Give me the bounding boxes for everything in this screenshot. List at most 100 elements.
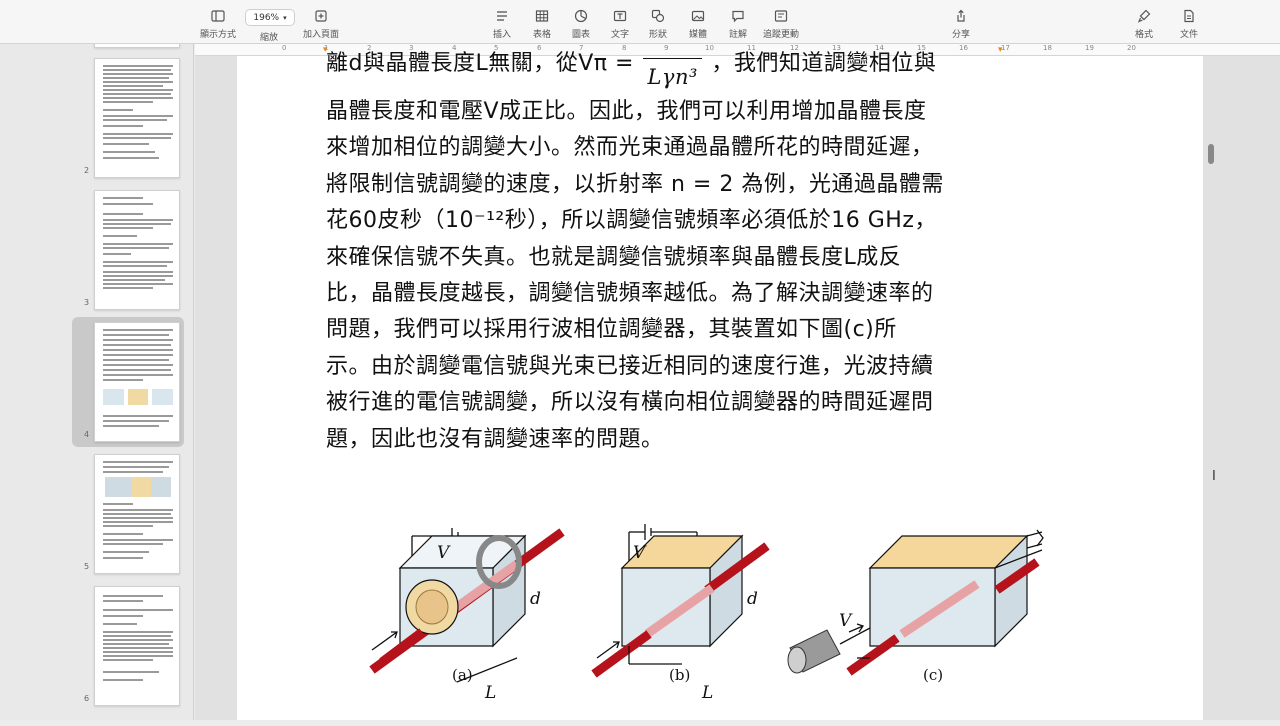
shape-label: 形狀 [649,30,668,40]
media-label: 媒體 [689,30,708,40]
ruler-tick: 13 [832,44,841,52]
zoom-label-wrap: 縮放 [260,30,278,43]
comment-icon [729,8,747,24]
document-label: 文件 [1180,30,1199,40]
ruler-tick: 12 [790,44,799,52]
zoom-select[interactable]: 196% ▾ [245,9,295,26]
caption-c: (c) [923,666,944,684]
view-label: 顯示方式 [200,30,237,40]
text-box-icon [611,8,629,24]
add-page-label: 加入頁面 [303,30,340,40]
share-icon [952,8,970,24]
paragraph: 晶體長度和電壓V成正比。因此，我們可以利用增加晶體長度 來增加相位的調變大小。然… [326,94,1016,458]
ruler-tick: 5 [494,44,499,52]
text-fragment: ，我們知道調變相位與 [711,51,937,76]
comment-button[interactable]: 註解 [729,8,747,40]
coaxial-connector-icon [787,623,871,674]
zoom-value: 196% [253,12,280,23]
ruler-tick: 7 [579,44,584,52]
table-icon [533,8,551,24]
page-number-6: 6 [84,694,90,703]
ruler-tick: 18 [1043,44,1052,52]
track-changes-icon [772,8,790,24]
page-number-2: 2 [84,166,90,175]
document-button[interactable]: 文件 [1180,8,1198,40]
figure-b: V d L [591,524,770,703]
sidebar-icon [209,8,227,24]
ruler-tick: 17 [1001,44,1010,52]
ruler-tick: 16 [959,44,968,52]
chart-icon [572,8,590,24]
figure-c: V [787,529,1044,676]
page-thumbnails-sidebar: 2 3 4 5 6 [0,44,194,720]
text-line: 將限制信號調變的速度，以折射率 n = 2 為例，光通過晶體需 [326,171,944,197]
document-page[interactable]: 離d與晶體長度L無關，從Vπ = Lγn³ ，我們知道調變相位與 晶體長度和電壓… [237,51,1216,720]
media-button[interactable]: 媒體 [689,8,707,40]
text-line: 問題，我們可以採用行波相位調變器，其裝置如下圖(c)所 [326,317,897,343]
shape-icon [649,8,667,24]
label-l: L [484,683,496,703]
ruler-tick: 10 [705,44,714,52]
share-button[interactable]: 分享 [952,8,970,40]
view-button[interactable]: 顯示方式 [200,8,236,40]
ruler-tick: 2 [367,44,372,52]
label-v: V [839,611,853,631]
label-d: d [530,589,541,609]
text-fragment: 離d與晶體長度L無關，從Vπ = [326,51,634,76]
add-page-button[interactable]: 加入頁面 [303,8,339,40]
ruler-tick: 8 [622,44,627,52]
label-v: V [633,543,647,563]
ruler-tick: 19 [1085,44,1094,52]
text-line: 被行進的電信號調變，所以沒有橫向相位調變器的時間延遲問 [326,390,934,416]
format-label: 格式 [1135,30,1154,40]
caption-a: (a) [452,666,473,684]
ruler-tick: 3 [409,44,414,52]
chart-label: 圖表 [572,30,591,40]
text-line: 題，因此也沒有調變速率的問題。 [326,426,664,452]
text-line: 示。由於調變電信號與光束已接近相同的速度行進，光波持續 [326,353,934,379]
text-button[interactable]: 文字 [611,8,629,40]
formula-denominator: Lγn³ [643,58,702,95]
text-label: 文字 [611,30,630,40]
chart-button[interactable]: 圖表 [572,8,590,40]
ruler-tick: 20 [1127,44,1136,52]
table-label: 表格 [533,30,552,40]
text-line-top: 離d與晶體長度L無關，從Vπ = Lγn³ ，我們知道調變相位與 [326,46,1016,95]
ruler-tick: 0 [282,44,287,52]
caption-b: (b) [669,666,691,684]
image-icon [689,8,707,24]
text-line: 晶體長度和電壓V成正比。因此，我們可以利用增加晶體長度 [326,99,927,124]
right-indent-marker-icon[interactable]: ▾ [998,45,1003,55]
track-label: 追蹤更動 [763,30,800,40]
ruler-tick: 9 [664,44,669,52]
text-line: 來增加相位的調變大小。然而光束通過晶體所花的時間延遲， [326,135,934,161]
page-number-4: 4 [84,430,90,439]
text-line: 比，晶體長度越長，調變信號頻率越低。為了解決調變速率的 [326,281,934,307]
phase-modulator-figure[interactable]: V d L V d [237,486,1203,726]
format-button[interactable]: 格式 [1135,8,1153,40]
ruler-tick: 6 [537,44,542,52]
ruler-tick: 15 [917,44,926,52]
label-v: V [437,543,451,563]
ruler-tick: 4 [452,44,457,52]
toolbar: 顯示方式 196% ▾ 縮放 加入頁面 插入 表格 圖表 文字 形狀 媒體 註解 [0,0,1280,44]
figure-a: V d L [369,528,565,703]
ruler-tick: 1 [324,44,329,52]
plus-square-icon [312,8,330,24]
text-cursor-icon: I [1212,469,1216,484]
share-label: 分享 [952,30,971,40]
insert-label: 插入 [493,30,512,40]
comment-label: 註解 [729,30,748,40]
ruler-tick: 11 [747,44,756,52]
label-l: L [701,683,713,703]
left-indent-marker-icon[interactable]: ▾ [323,45,328,55]
horizontal-ruler[interactable]: 0 1 2 3 4 5 6 7 8 9 10 11 12 13 14 15 16… [195,44,1280,56]
shape-button[interactable]: 形狀 [649,8,667,40]
document-canvas: 離d與晶體長度L無關，從Vπ = Lγn³ ，我們知道調變相位與 晶體長度和電壓… [195,51,1280,720]
insert-icon [493,8,511,24]
vertical-scrollbar[interactable] [1208,144,1214,164]
track-changes-button[interactable]: 追蹤更動 [763,8,799,40]
table-button[interactable]: 表格 [533,8,551,40]
insert-button[interactable]: 插入 [493,8,511,40]
text-line: 花60皮秒（10⁻¹²秒），所以調變信號頻率必須低於16 GHz， [326,208,937,234]
